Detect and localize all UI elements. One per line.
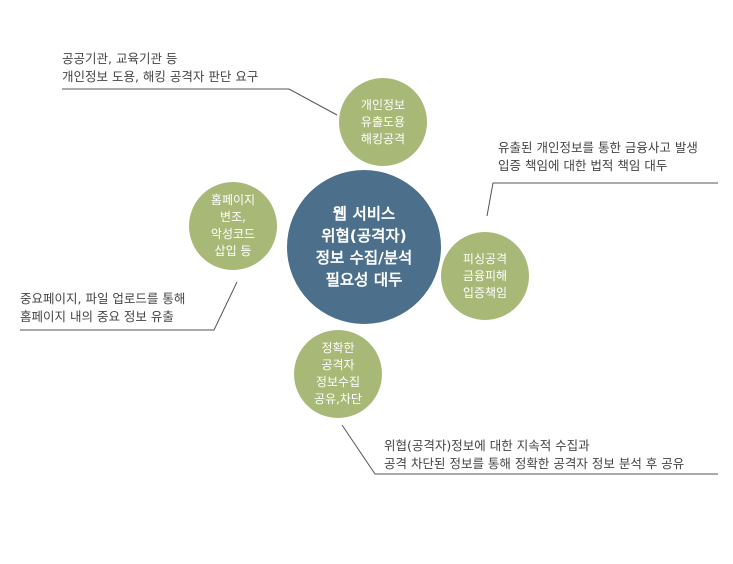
node-bottom-line-1: 정확한	[321, 341, 355, 355]
center-line-1: 웹 서비스	[332, 205, 396, 223]
callout-left-line-2: 홈페이지 내의 중요 정보 유출	[20, 309, 174, 324]
node-top-line-1: 개인정보	[360, 97, 406, 112]
callout-right: 유출된 개인정보를 통한 금융사고 발생 입증 책임에 대한 법적 책임 대두	[498, 139, 698, 175]
connector-bottom	[341, 424, 718, 475]
node-left-line-4: 삽입 등	[214, 244, 252, 258]
node-bottom-line-2: 공격자	[321, 358, 355, 372]
node-left-line-2: 변조,	[220, 210, 246, 224]
callout-top-line-2: 개인정보 도용, 해킹 공격자 판단 요구	[62, 69, 259, 84]
node-bottom-line-4: 공유,차단	[314, 392, 362, 406]
callout-left: 중요페이지, 파일 업로드를 통해 홈페이지 내의 중요 정보 유출	[20, 290, 185, 326]
callout-right-line-1: 유출된 개인정보를 통한 금융사고 발생	[498, 140, 698, 155]
node-attacker-info-sharing: 정확한 공격자 정보수집 공유,차단	[294, 330, 382, 418]
connector-right	[486, 182, 718, 217]
node-homepage-tampering: 홈페이지 변조, 악성코드 삽입 등	[189, 182, 277, 270]
node-top-line-2: 유출도용	[360, 114, 406, 129]
connector-top	[62, 88, 338, 116]
center-line-3: 정보 수집/분석	[315, 249, 413, 267]
node-left-line-3: 악성코드	[210, 227, 256, 241]
callout-bottom-line-2: 공격 차단된 정보를 통해 정확한 공격자 정보 분석 후 공유	[384, 456, 685, 471]
callout-right-line-2: 입증 책임에 대한 법적 책임 대두	[498, 158, 668, 173]
callout-bottom: 위협(공격자)정보에 대한 지속적 수집과 공격 차단된 정보를 통해 정확한 …	[384, 437, 684, 473]
node-personal-info-leak: 개인정보 유출도용 해킹공격	[339, 78, 427, 166]
callout-bottom-line-1: 위협(공격자)정보에 대한 지속적 수집과	[384, 438, 590, 453]
node-right-line-3: 입증책임	[462, 285, 508, 300]
node-phishing: 피싱공격 금융피해 입증책임	[441, 232, 529, 320]
node-left-line-1: 홈페이지	[210, 193, 256, 207]
callout-left-line-1: 중요페이지, 파일 업로드를 통해	[20, 291, 186, 306]
callout-top-line-1: 공공기관, 교육기관 등	[62, 51, 178, 66]
center-line-2: 위협(공격자)	[321, 227, 407, 245]
connector-left	[20, 281, 238, 331]
node-right-line-2: 금융피해	[462, 268, 508, 283]
center-circle: 웹 서비스 위협(공격자) 정보 수집/분석 필요성 대두	[287, 170, 441, 324]
node-top-line-3: 해킹공격	[360, 131, 406, 146]
center-line-4: 필요성 대두	[325, 271, 403, 289]
node-right-line-1: 피싱공격	[462, 251, 508, 266]
node-bottom-line-3: 정보수집	[315, 375, 361, 389]
callout-top: 공공기관, 교육기관 등 개인정보 도용, 해킹 공격자 판단 요구	[62, 50, 258, 86]
